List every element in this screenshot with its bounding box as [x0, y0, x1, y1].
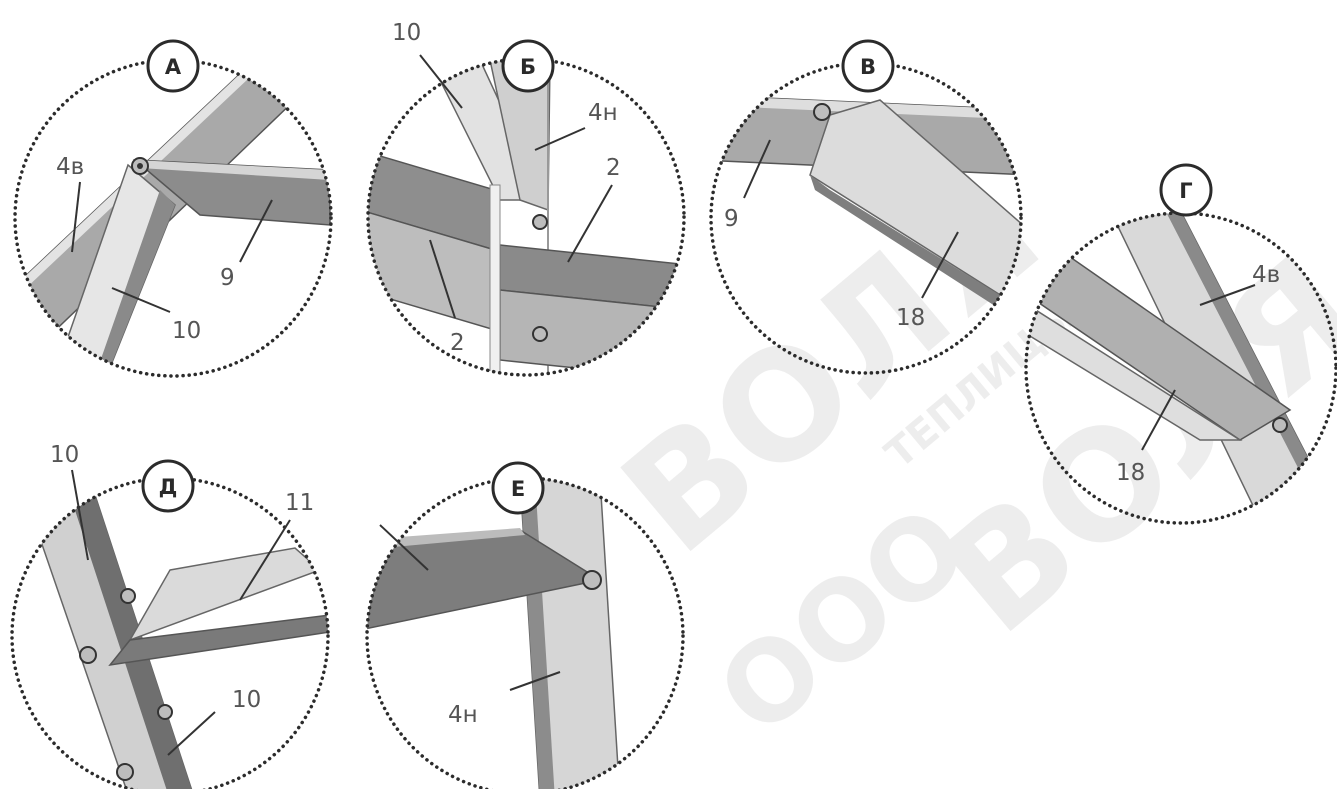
detail-a-label-4v: 4в	[56, 154, 84, 180]
detail-d-label-10b: 10	[232, 687, 261, 713]
detail-g-badge: Г	[1179, 179, 1192, 203]
detail-e-badge: Е	[511, 477, 525, 501]
detail-d-badge: Д	[159, 475, 178, 499]
detail-v: В 9 18	[709, 39, 1023, 375]
detail-b-label-4n: 4н	[588, 100, 618, 126]
detail-g: Г 4в 18	[1024, 163, 1337, 525]
detail-a-label-10: 10	[172, 318, 201, 344]
detail-g-drawing	[1026, 213, 1336, 521]
detail-d-label-10a: 10	[50, 442, 79, 468]
detail-e: Е 4н	[365, 461, 685, 789]
detail-b: Б 10 4н 2 2	[366, 20, 686, 377]
detail-v-badge: В	[860, 55, 876, 79]
detail-v-label-9: 9	[724, 206, 739, 232]
detail-a-badge: А	[165, 55, 182, 79]
detail-b-drawing	[368, 59, 684, 375]
detail-g-label-4v: 4в	[1252, 262, 1280, 288]
detail-b-label-2a: 2	[606, 155, 621, 181]
detail-d-drawing	[23, 494, 328, 789]
detail-b-label-10: 10	[392, 20, 421, 46]
detail-a-label-9: 9	[220, 265, 235, 291]
detail-v-label-18: 18	[896, 305, 925, 331]
detail-e-drawing	[367, 478, 621, 789]
detail-a-drawing	[15, 60, 331, 376]
detail-v-drawing	[711, 94, 1021, 335]
detail-b-badge: Б	[520, 55, 536, 79]
detail-e-label-4n: 4н	[448, 702, 478, 728]
detail-d-label-11: 11	[285, 490, 314, 516]
detail-d: Д 10 11 10	[10, 442, 330, 789]
detail-a: А 4в 9 10	[13, 39, 333, 378]
detail-b-label-2b: 2	[450, 330, 465, 356]
detail-g-label-18: 18	[1116, 460, 1145, 486]
